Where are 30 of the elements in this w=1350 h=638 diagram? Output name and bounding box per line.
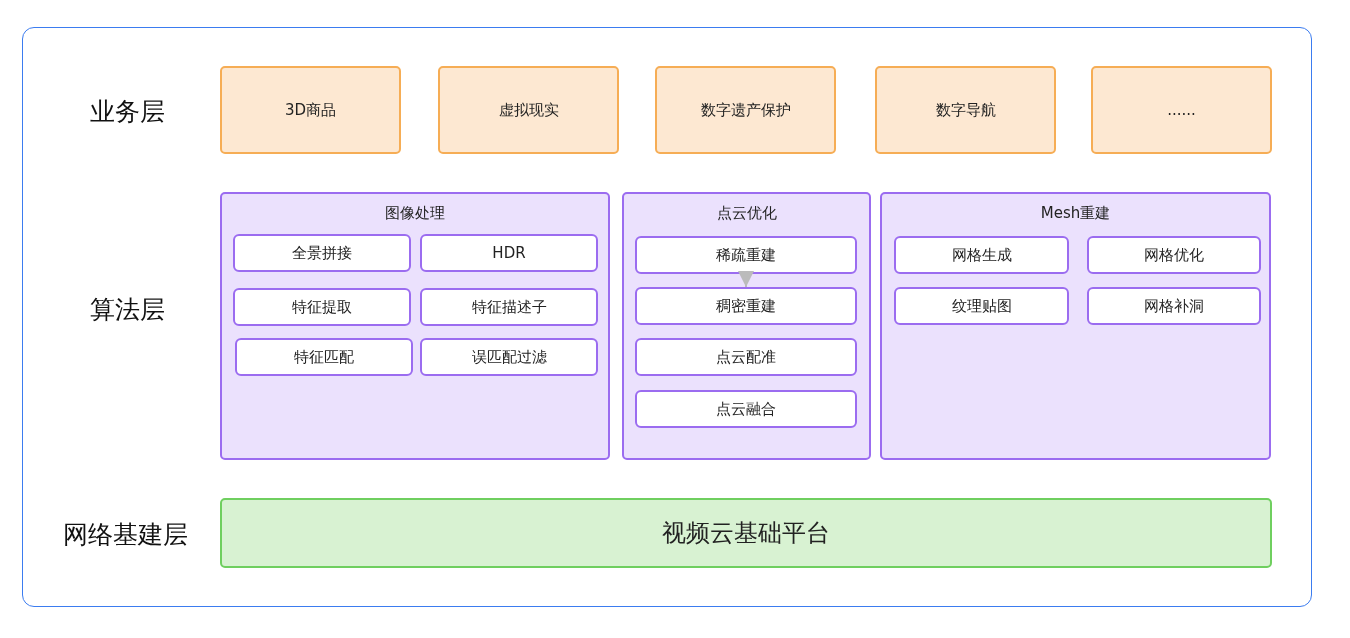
module-box: 纹理贴图 bbox=[894, 287, 1069, 325]
layer-label: 网络基建层 bbox=[63, 519, 188, 551]
group-panel bbox=[622, 192, 871, 460]
group-title: Mesh重建 bbox=[1039, 204, 1112, 223]
scenario-box: 虚拟现实 bbox=[438, 66, 619, 154]
module-box: 点云融合 bbox=[635, 390, 857, 428]
module-box: 网格优化 bbox=[1087, 236, 1261, 274]
arrow bbox=[738, 271, 754, 288]
module-box: HDR bbox=[420, 234, 598, 272]
scenario-box: ...... bbox=[1091, 66, 1272, 154]
module-box: 误匹配过滤 bbox=[420, 338, 598, 376]
group-panel bbox=[220, 192, 610, 460]
module-box: 稠密重建 bbox=[635, 287, 857, 325]
module-box: 网格补洞 bbox=[1087, 287, 1261, 325]
group-title: 点云优化 bbox=[715, 204, 778, 223]
module-box: 稀疏重建 bbox=[635, 236, 857, 274]
module-box: 点云配准 bbox=[635, 338, 857, 376]
scenario-box: 3D商品 bbox=[220, 66, 401, 154]
module-box: 网格生成 bbox=[894, 236, 1069, 274]
scenario-box: 数字遗产保护 bbox=[655, 66, 836, 154]
module-box: 特征提取 bbox=[233, 288, 411, 326]
module-box: 特征匹配 bbox=[235, 338, 413, 376]
module-box: 全景拼接 bbox=[233, 234, 411, 272]
platform-bar: 视频云基础平台 bbox=[220, 498, 1272, 568]
group-panel bbox=[880, 192, 1271, 460]
group-title: 图像处理 bbox=[384, 204, 446, 223]
layer-label: 业务层 bbox=[90, 96, 165, 128]
module-box: 特征描述子 bbox=[420, 288, 598, 326]
layer-label: 算法层 bbox=[90, 294, 165, 326]
scenario-box: 数字导航 bbox=[875, 66, 1056, 154]
